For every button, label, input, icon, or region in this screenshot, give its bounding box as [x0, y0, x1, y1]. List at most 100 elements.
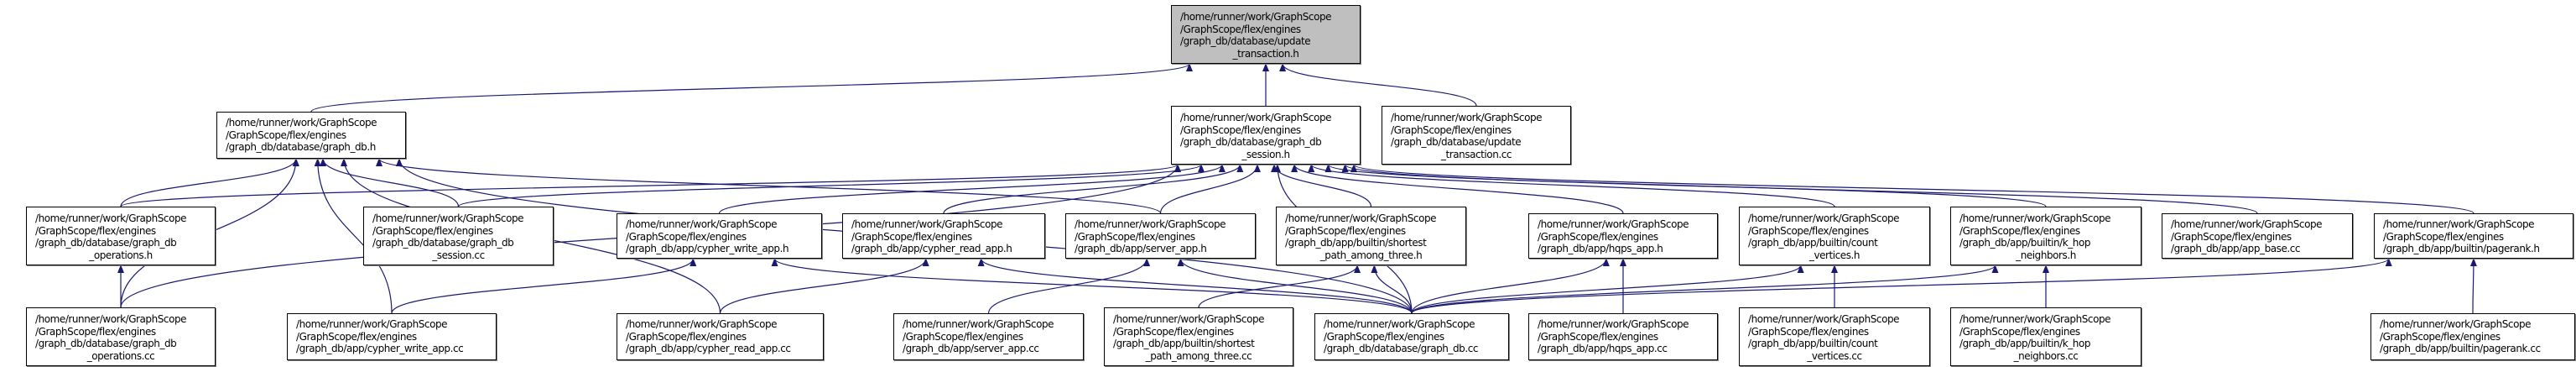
node-label-line: /graph_db/app/cypher_write_app.h: [626, 243, 789, 254]
node-label-line: /home/runner/work/GraphScope: [35, 313, 187, 325]
node-label-line: _transaction.h: [1232, 47, 1299, 60]
node-pagerank-cc[interactable]: /home/runner/work/GraphScope/GraphScope/…: [2370, 313, 2575, 360]
node-label-line: /GraphScope/flex/engines: [626, 330, 747, 343]
node-label-line: /home/runner/work/GraphScope: [903, 318, 1054, 330]
node-label-line: /home/runner/work/GraphScope: [1113, 313, 1265, 325]
node-label-line: /GraphScope/flex/engines: [851, 230, 972, 243]
edge-graph-db-cc-to-cypher-read-app-h: [977, 258, 1413, 314]
node-label-line: /graph_db/app/app_base.cc: [2171, 243, 2301, 254]
node-label-line: /home/runner/work/GraphScope: [2380, 318, 2532, 330]
node-label-line: /graph_db/database/graph_db.h: [226, 141, 376, 153]
node-label-line: /graph_db/app/builtin/shortest: [1113, 338, 1255, 349]
edge-graph-db-cc-to-k-hop-neighbors-h: [1411, 265, 1999, 314]
node-k-hop-neighbors-cc[interactable]: /home/runner/work/GraphScope/GraphScope/…: [1950, 307, 2141, 366]
node-label-line: /graph_db/database/graph_db: [1180, 136, 1322, 148]
node-graph-db-session-cc[interactable]: /home/runner/work/GraphScope/GraphScope/…: [363, 207, 554, 265]
node-label-line: /graph_db/database/graph_db: [372, 237, 514, 249]
node-label-line: /GraphScope/flex/engines: [1538, 230, 1658, 243]
node-label-line: /graph_db/app/builtin/count: [1748, 237, 1878, 249]
node-label-line: /home/runner/work/GraphScope: [1959, 212, 2111, 224]
node-label-line: /GraphScope/flex/engines: [372, 224, 493, 237]
edge-graph-db-cc-to-cypher-write-app-h: [771, 258, 1413, 314]
node-label-line: /GraphScope/flex/engines: [1748, 325, 1869, 338]
node-cypher-read-app-h[interactable]: /home/runner/work/GraphScope/GraphScope/…: [842, 213, 1045, 259]
node-label-line: _transaction.cc: [1440, 148, 1512, 160]
node-label-line: /graph_db/app/hqps_app.cc: [1538, 343, 1668, 354]
node-count-vertices-cc[interactable]: /home/runner/work/GraphScope/GraphScope/…: [1739, 307, 1930, 366]
node-label-line: /graph_db/database/graph_db.cc: [1324, 343, 1478, 354]
edge-count-vertices-h-to-graph-db-session-h: [1308, 164, 1835, 207]
node-label-line: /GraphScope/flex/engines: [903, 330, 1023, 343]
node-label-line: /home/runner/work/GraphScope: [35, 212, 187, 224]
node-label-line: /graph_db/app/hqps_app.h: [1538, 243, 1663, 254]
node-label-line: /GraphScope/flex/engines: [1959, 325, 2080, 338]
node-label-line: /graph_db/app/cypher_write_app.cc: [296, 343, 464, 354]
edge-pagerank-cc-to-pagerank-h: [2469, 258, 2477, 314]
edge-server-app-h-to-graph-db-h: [376, 158, 1162, 214]
node-graph-db-operations-cc[interactable]: /home/runner/work/GraphScope/GraphScope/…: [26, 307, 216, 366]
node-graph-db-h[interactable]: /home/runner/work/GraphScope/GraphScope/…: [216, 112, 406, 159]
node-update-transaction-h[interactable]: /home/runner/work/GraphScope/GraphScope/…: [1171, 5, 1361, 64]
node-label-line: _operations.cc: [86, 349, 155, 362]
node-label-line: /home/runner/work/GraphScope: [1538, 218, 1689, 230]
node-label-line: /GraphScope/flex/engines: [226, 128, 346, 141]
node-shortest-path-among-three-cc[interactable]: /home/runner/work/GraphScope/GraphScope/…: [1104, 307, 1293, 366]
edge-pagerank-h-to-graph-db-session-h: [1350, 164, 2475, 214]
node-k-hop-neighbors-h[interactable]: /home/runner/work/GraphScope/GraphScope/…: [1950, 207, 2141, 265]
node-label-line: _vertices.h: [1808, 249, 1860, 261]
node-graph-db-operations-h[interactable]: /home/runner/work/GraphScope/GraphScope/…: [26, 207, 216, 265]
node-label-line: _vertices.cc: [1807, 349, 1862, 362]
node-label-line: /graph_db/app/builtin/k_hop: [1959, 338, 2091, 349]
edge-graph-db-h-to-update-transaction-h: [310, 63, 1193, 113]
node-label-line: /home/runner/work/GraphScope: [2383, 218, 2535, 230]
node-label-line: /GraphScope/flex/engines: [296, 330, 417, 343]
node-label-line: /graph_db/app/cypher_read_app.cc: [626, 343, 791, 354]
node-cypher-write-app-h[interactable]: /home/runner/work/GraphScope/GraphScope/…: [617, 213, 822, 259]
node-graph-db-session-h[interactable]: /home/runner/work/GraphScope/GraphScope/…: [1171, 106, 1361, 165]
node-hqps-app-cc[interactable]: /home/runner/work/GraphScope/GraphScope/…: [1528, 313, 1718, 360]
node-cypher-read-app-cc[interactable]: /home/runner/work/GraphScope/GraphScope/…: [617, 313, 824, 360]
edge-cypher-write-app-cc-to-graph-db-h: [314, 158, 393, 314]
node-label-line: /GraphScope/flex/engines: [2380, 330, 2501, 343]
node-label-line: /home/runner/work/GraphScope: [2171, 218, 2323, 230]
node-label-line: /GraphScope/flex/engines: [1075, 230, 1195, 243]
node-label-line: /graph_db/app/server_app.cc: [903, 343, 1039, 354]
node-server-app-h[interactable]: /home/runner/work/GraphScope/GraphScope/…: [1065, 213, 1256, 259]
node-label-line: /home/runner/work/GraphScope: [296, 318, 448, 330]
node-label-line: /graph_db/app/cypher_read_app.h: [851, 243, 1012, 254]
node-label-line: _path_among_three.h: [1319, 249, 1423, 261]
edge-hqps-app-h-to-graph-db-session-h: [1291, 164, 1624, 214]
node-label-line: _session.cc: [432, 249, 485, 261]
node-label-line: /home/runner/work/GraphScope: [372, 212, 524, 224]
node-label-line: /graph_db/app/builtin/pagerank.h: [2383, 243, 2540, 254]
edge-app-base-cc-to-graph-db-session-h: [1341, 164, 2258, 214]
node-label-line: /GraphScope/flex/engines: [2171, 230, 2292, 243]
node-label-line: _operations.h: [89, 249, 153, 261]
node-label-line: /GraphScope/flex/engines: [1180, 123, 1301, 136]
node-label-line: /graph_db/database/graph_db: [35, 237, 177, 249]
edge-update-transaction-cc-to-update-transaction-h: [1279, 63, 1477, 107]
node-label-line: /graph_db/app/builtin/pagerank.cc: [2380, 343, 2541, 354]
node-label-line: /GraphScope/flex/engines: [2383, 230, 2504, 243]
node-graph-db-cc[interactable]: /home/runner/work/GraphScope/GraphScope/…: [1314, 313, 1509, 360]
node-label-line: /graph_db/app/builtin/shortest: [1285, 237, 1427, 249]
edge-graph-db-cc-to-pagerank-h: [1411, 258, 2392, 314]
node-app-base-cc[interactable]: /home/runner/work/GraphScope/GraphScope/…: [2162, 213, 2353, 259]
edge-cypher-read-app-h-to-graph-db-session-h: [943, 164, 1244, 214]
edge-cypher-read-app-cc-to-cypher-read-app-h: [719, 258, 929, 314]
node-label-line: /home/runner/work/GraphScope: [626, 318, 778, 330]
node-label-line: _neighbors.cc: [2013, 349, 2079, 362]
node-update-transaction-cc[interactable]: /home/runner/work/GraphScope/GraphScope/…: [1382, 106, 1571, 165]
node-label-line: /GraphScope/flex/engines: [1285, 224, 1406, 237]
node-hqps-app-h[interactable]: /home/runner/work/GraphScope/GraphScope/…: [1528, 213, 1718, 259]
edge-shortest-path-among-three-cc-to-shortest-path-among-three-h: [1198, 265, 1361, 308]
edge-graph-db-cc-to-shortest-path-among-three-h: [1371, 265, 1413, 314]
node-cypher-write-app-cc[interactable]: /home/runner/work/GraphScope/GraphScope/…: [287, 313, 497, 360]
node-label-line: /GraphScope/flex/engines: [1538, 330, 1658, 343]
node-pagerank-h[interactable]: /home/runner/work/GraphScope/GraphScope/…: [2374, 213, 2573, 259]
node-label-line: /GraphScope/flex/engines: [1180, 23, 1301, 35]
node-count-vertices-h[interactable]: /home/runner/work/GraphScope/GraphScope/…: [1739, 207, 1930, 265]
node-shortest-path-among-three-h[interactable]: /home/runner/work/GraphScope/GraphScope/…: [1276, 207, 1466, 265]
node-server-app-cc[interactable]: /home/runner/work/GraphScope/GraphScope/…: [893, 313, 1084, 360]
